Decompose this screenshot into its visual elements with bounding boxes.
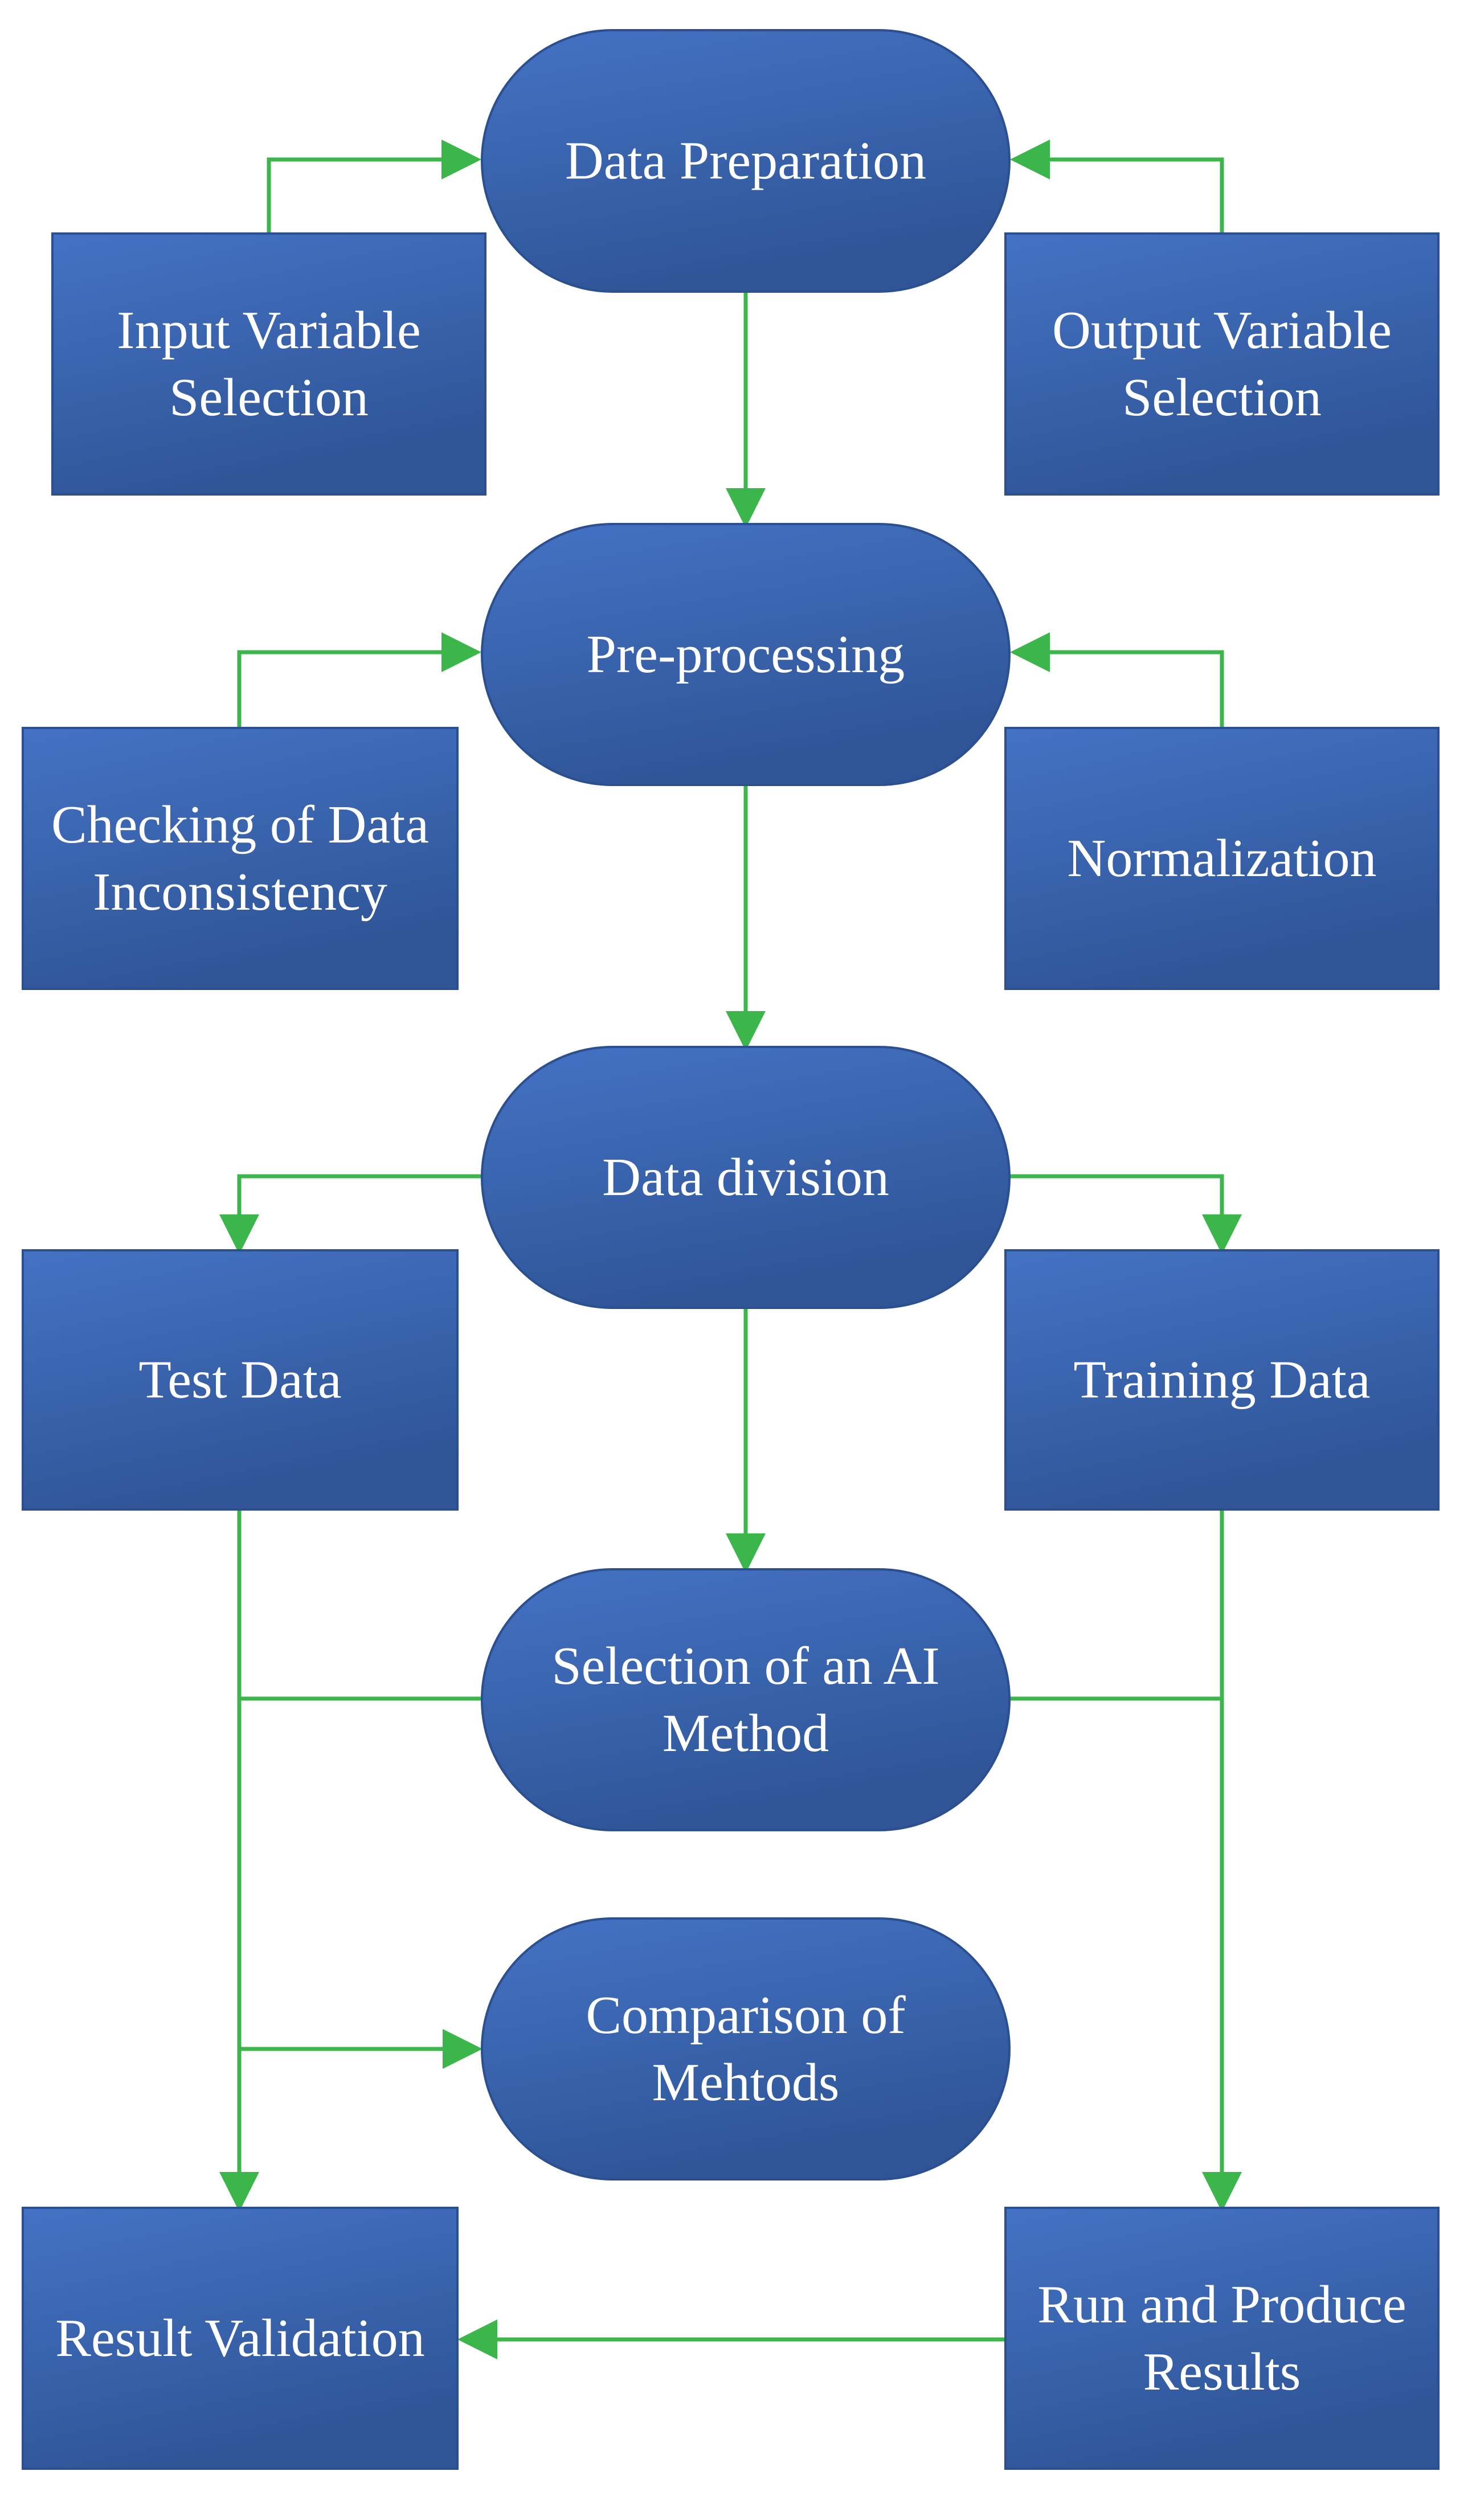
node-label-line: Selection of an AI <box>551 1637 939 1696</box>
connector-division-to-test <box>219 1174 482 1254</box>
connector-division-to-training <box>1009 1174 1242 1254</box>
node-label-line: Normalization <box>1068 829 1377 888</box>
process-shape <box>481 1046 1011 1309</box>
box-shape <box>22 1249 459 1511</box>
node-data-division: Data division <box>481 1046 1011 1309</box>
node-label-line: Output Variable <box>1052 301 1392 360</box>
box-shape <box>1004 2207 1440 2470</box>
node-label-line: Mehtods <box>652 2053 840 2112</box>
node-label-line: Test Data <box>138 1351 341 1410</box>
node-training-data: Training Data <box>1004 1249 1440 1511</box>
box-shape <box>1004 727 1440 990</box>
node-normalization: Normalization <box>1004 727 1440 990</box>
node-label-line: Checking of Data <box>51 795 429 854</box>
node-result-validation: Result Validation <box>22 2207 459 2470</box>
process-shape <box>481 29 1011 293</box>
node-label-line: Pre-processing <box>587 625 905 684</box>
connector-input-to-preparation <box>267 140 481 234</box>
node-label-line: Data Preparation <box>565 132 926 191</box>
connector-checking-to-preprocessing <box>237 632 481 728</box>
process-shape <box>481 1568 1011 1831</box>
node-label-line: Run and Produce <box>1037 2275 1406 2334</box>
box-shape <box>22 2207 459 2470</box>
node-data-preparation: Data Preparation <box>481 29 1011 293</box>
process-shape <box>481 523 1011 786</box>
node-label-line: Data division <box>602 1148 889 1207</box>
node-test-data: Test Data <box>22 1249 459 1511</box>
process-shape <box>481 1917 1011 2181</box>
node-label-line: Selection <box>169 368 369 427</box>
connector-output-to-preparation <box>1010 140 1224 234</box>
node-label-line: Method <box>663 1704 829 1763</box>
node-selection-of-an-ai-method: Selection of an AI Method <box>481 1568 1011 1831</box>
connector-normalization-to-preprocessing <box>1010 632 1224 728</box>
box-shape <box>51 232 486 496</box>
node-label-line: Selection <box>1122 368 1322 427</box>
node-label-line: Training Data <box>1073 1351 1370 1410</box>
node-pre-processing: Pre-processing <box>481 523 1011 786</box>
box-shape <box>1004 232 1440 496</box>
node-label-line: Input Variable <box>117 301 420 360</box>
box-shape <box>22 727 459 990</box>
box-shape <box>1004 1249 1440 1511</box>
node-label-line: Inconsistency <box>93 862 387 922</box>
node-label-line: Results <box>1143 2342 1301 2402</box>
node-comparison-of-methods: Comparison of Mehtods <box>481 1917 1011 2181</box>
node-label-line: Result Validation <box>55 2309 424 2368</box>
node-label-line: Comparison of <box>586 1986 906 2045</box>
